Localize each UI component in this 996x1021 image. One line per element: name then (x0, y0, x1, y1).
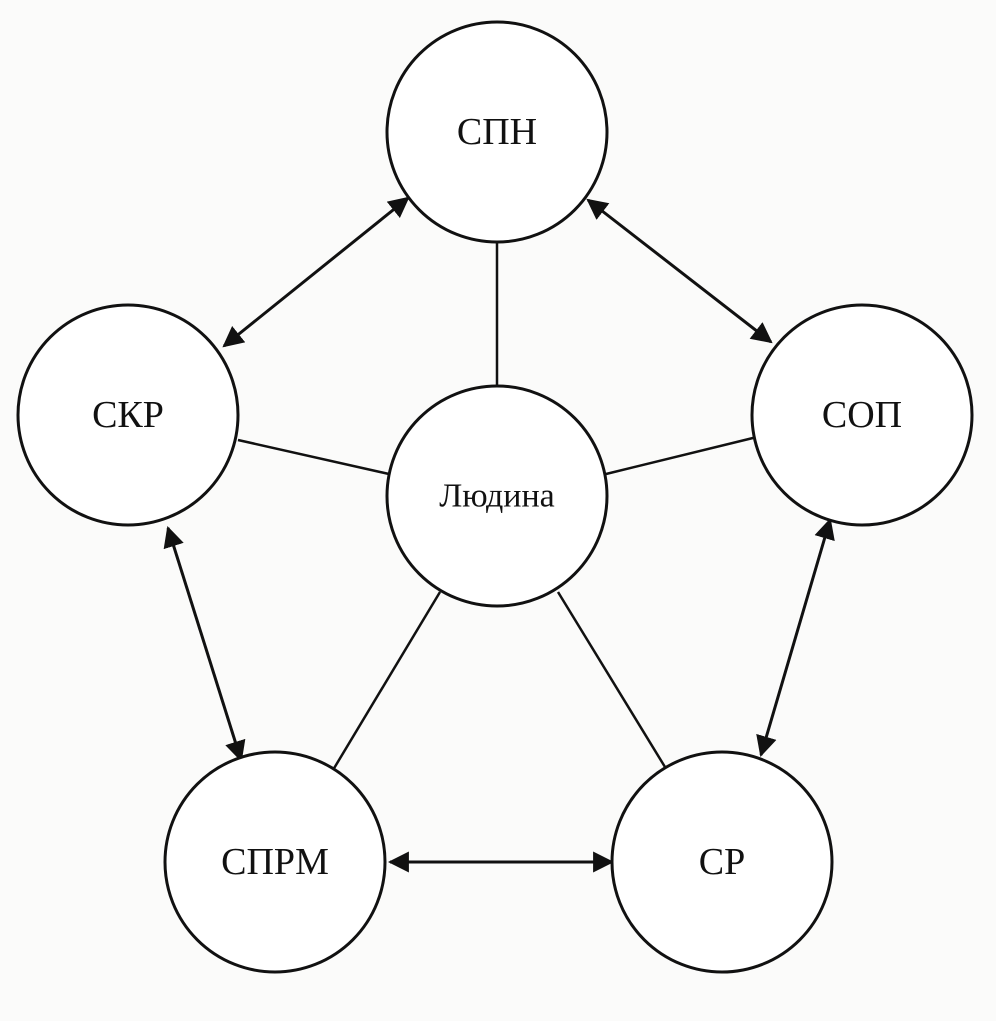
links-layer (163, 196, 835, 873)
link-skr-spn (222, 196, 410, 348)
node-human-circle (385, 384, 609, 608)
node-sprm-circle (163, 750, 387, 974)
spoke-human-sprm (331, 591, 442, 771)
node-spn: СПН (385, 20, 609, 244)
node-sop-circle (750, 303, 974, 527)
node-sr: СР (610, 750, 834, 974)
link-spn-sop (586, 198, 773, 344)
spoke-human-sop (605, 435, 758, 476)
link-sprm-skr (163, 525, 246, 763)
spoke-human-skr (237, 438, 390, 476)
spokes-layer (237, 242, 758, 771)
node-sr-circle (610, 750, 834, 974)
node-skr-label: СКР (92, 394, 164, 436)
node-skr-circle (16, 303, 240, 527)
node-skr: СКР (16, 303, 240, 527)
spoke-human-sr (556, 591, 667, 768)
node-sprm-label: СПРМ (221, 841, 329, 883)
node-spn-label: СПН (457, 111, 537, 153)
node-sprm: СПРМ (163, 750, 387, 974)
node-human-label: Людина (439, 478, 555, 515)
node-sr-label: СР (699, 841, 745, 883)
node-sop-label: СОП (822, 394, 902, 436)
link-sop-sr (756, 517, 835, 758)
node-human: Людина (385, 384, 609, 608)
node-spn-circle (385, 20, 609, 244)
node-sop: СОП (750, 303, 974, 527)
